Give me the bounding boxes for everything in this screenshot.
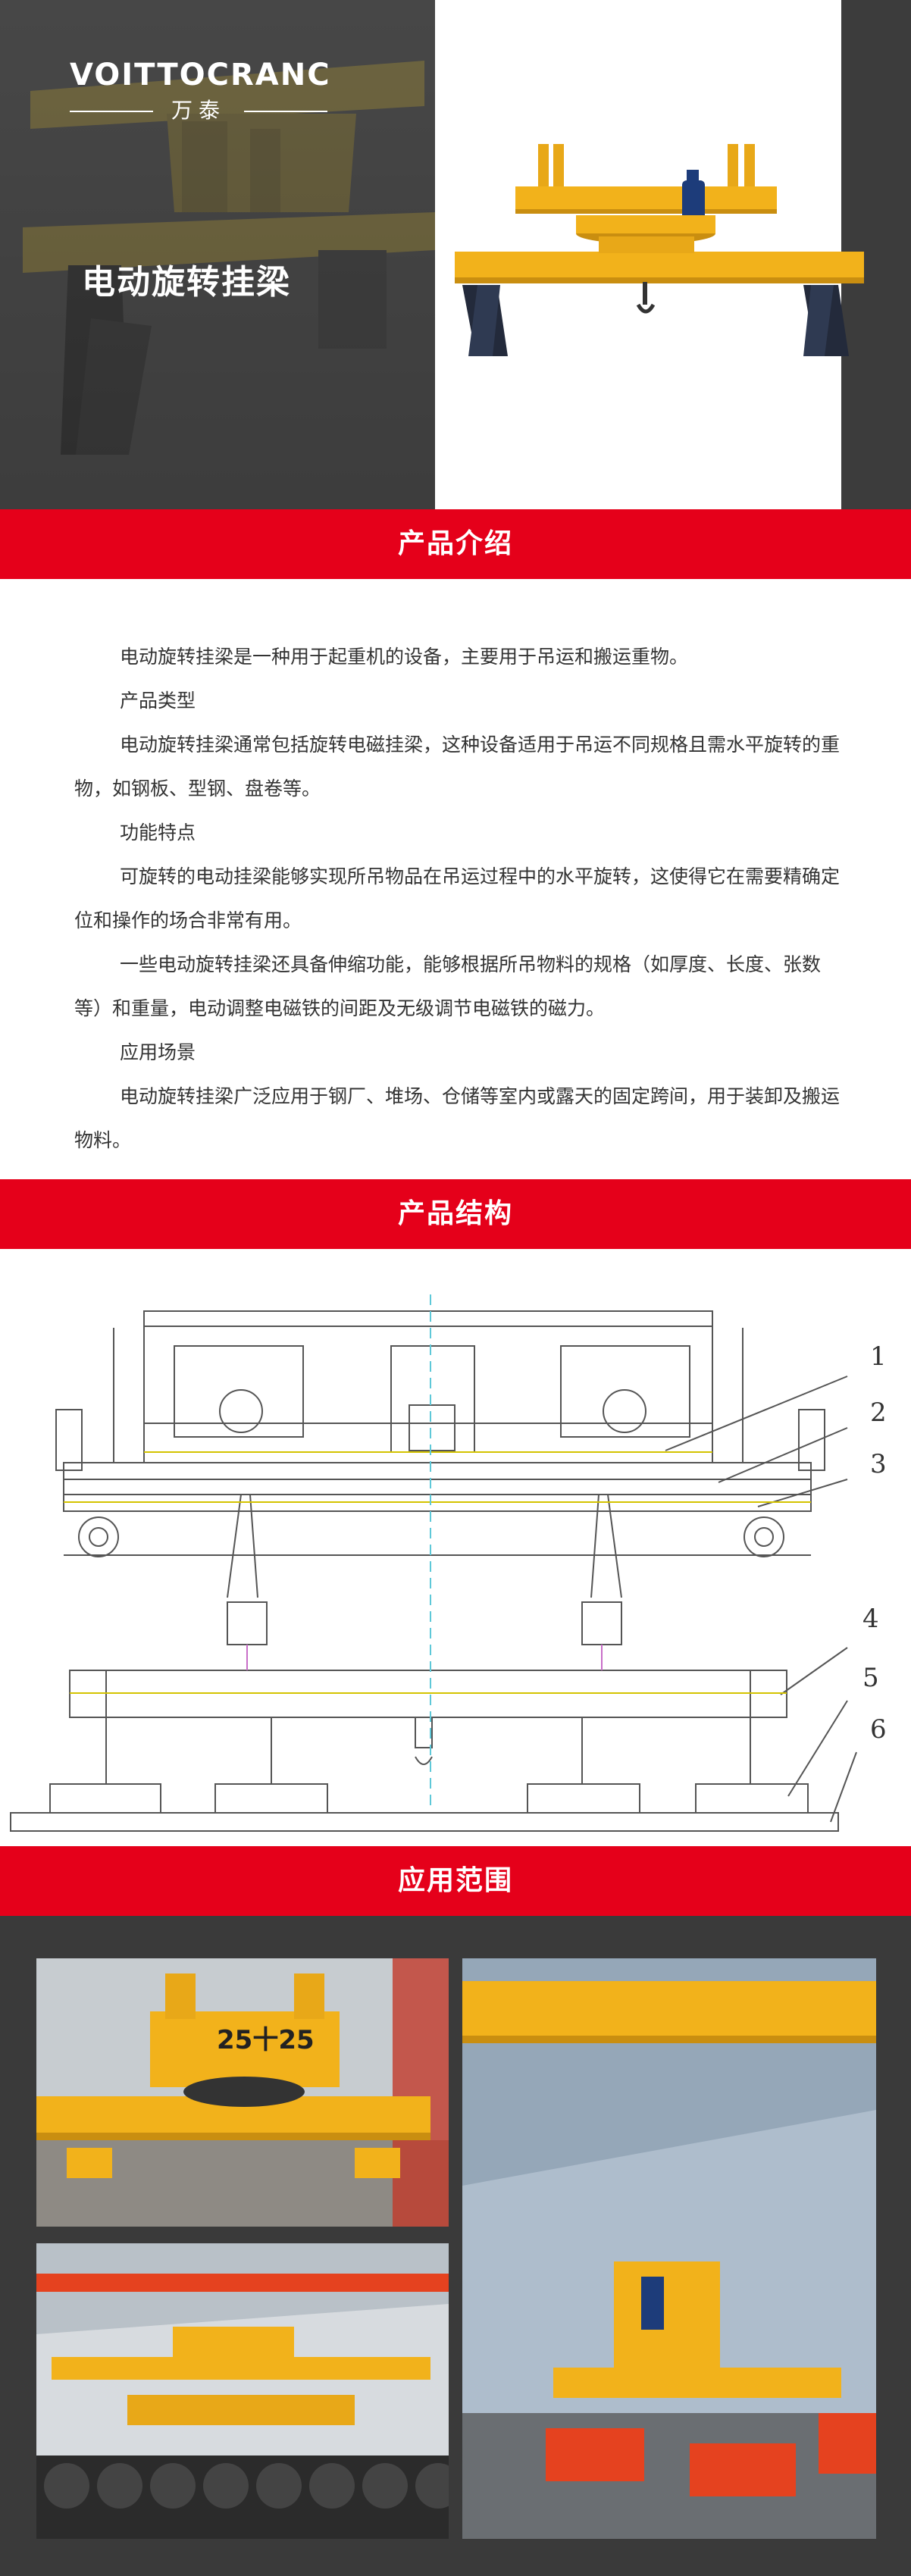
application-photo-1: 25十25 (36, 1958, 449, 2227)
callout-3: 3 (870, 1449, 887, 1479)
section-banner-structure: 产品结构 (0, 1179, 911, 1249)
intro-paragraph-1: 电动旋转挂梁是一种用于起重机的设备，主要用于吊运和搬运重物。 (120, 646, 689, 668)
structure-drawing (10, 1294, 857, 1832)
callout-5: 5 (862, 1663, 879, 1693)
intro-heading-features: 功能特点 (120, 822, 196, 844)
beam-plate-label: 25十25 (217, 2025, 315, 2055)
hero-title: 电动旋转挂梁 (82, 263, 291, 302)
logo-wordmark: VOITTOCRANC (70, 58, 331, 92)
application-photo-3 (462, 1958, 876, 2539)
intro-paragraph-2: 电动旋转挂梁通常包括旋转电磁挂梁，这种设备适用于吊运不同规格且需水平旋转的重物，… (74, 734, 841, 800)
section-banner-intro: 产品介绍 (0, 509, 911, 579)
application-photo-2 (36, 2243, 449, 2539)
structure-diagram: 1 2 3 4 5 6 (0, 1249, 911, 1846)
callout-1: 1 (870, 1341, 887, 1372)
intro-paragraph-3: 可旋转的电动挂梁能够实现所吊物品在吊运过程中的水平旋转，这使得它在需要精确定位和… (74, 865, 841, 931)
hero-section: VOITTOCRANC 万泰 电动旋转挂梁 (0, 0, 911, 509)
hero-background-crane-image (0, 0, 435, 509)
intro-heading-type: 产品类型 (120, 690, 196, 712)
application-gallery: 25十25 (0, 1916, 911, 2576)
intro-heading-application: 应用场景 (120, 1041, 196, 1063)
callout-4: 4 (862, 1604, 879, 1634)
section-banner-application: 应用范围 (0, 1846, 911, 1916)
intro-paragraph-4: 一些电动旋转挂梁还具备伸缩功能，能够根据所吊物料的规格（如厚度、长度、张数等）和… (74, 953, 822, 1019)
callout-2: 2 (870, 1398, 887, 1428)
hero-left-panel: VOITTOCRANC 万泰 电动旋转挂梁 (0, 0, 435, 509)
product-intro-text: 电动旋转挂梁是一种用于起重机的设备，主要用于吊运和搬运重物。 产品类型 电动旋转… (74, 635, 840, 1163)
callout-6: 6 (870, 1714, 887, 1745)
rotating-beam-product-image (455, 144, 864, 356)
brand-logo: VOITTOCRANC 万泰 (70, 58, 331, 124)
intro-paragraph-5: 电动旋转挂梁广泛应用于钢厂、堆场、仓储等室内或露天的固定跨间，用于装卸及搬运物料… (74, 1085, 841, 1151)
logo-chinese: 万泰 (171, 98, 226, 123)
logo-subline: 万泰 (70, 97, 327, 124)
